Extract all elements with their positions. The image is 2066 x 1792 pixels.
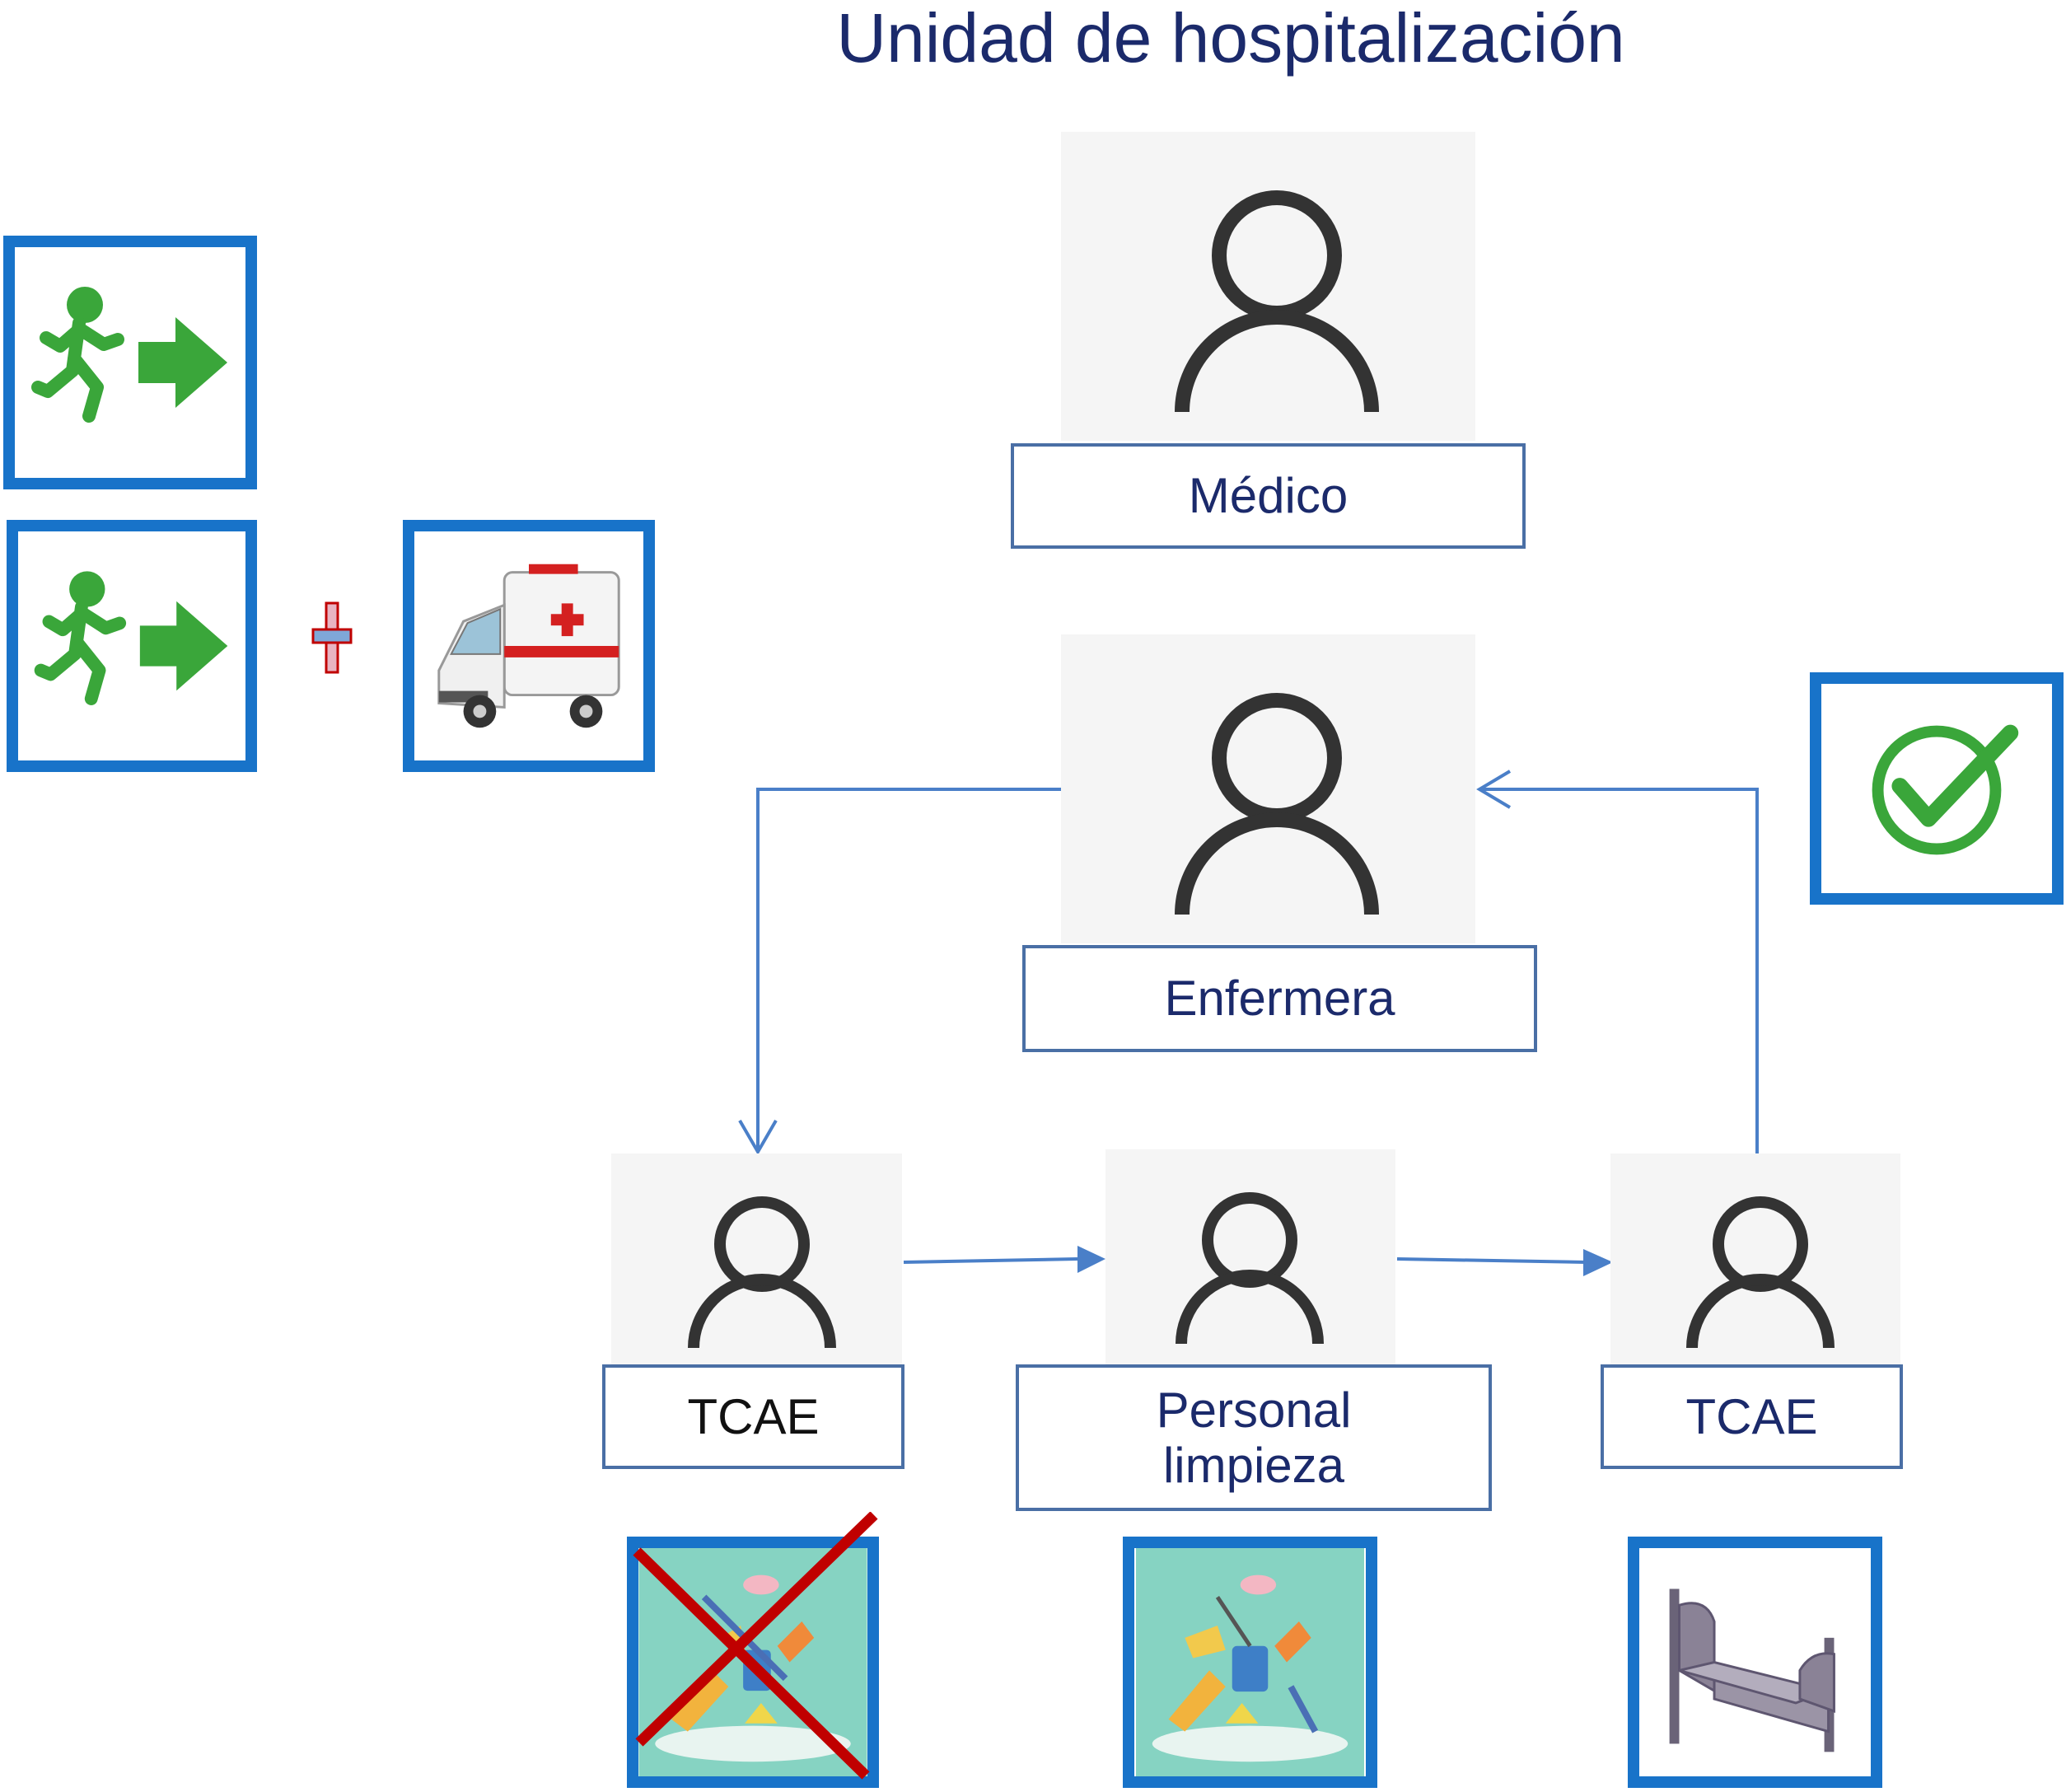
ambulance-icon: [437, 564, 620, 728]
plus-icon: [311, 601, 353, 674]
user-icon: [1175, 693, 1379, 915]
running-exit-icon: [34, 571, 228, 705]
cleaning-supplies-icon: [1136, 1548, 1364, 1776]
exit-box-2: [7, 520, 257, 772]
medico-label-text: Médico: [1188, 468, 1349, 524]
arrowhead-right-1: [1077, 1246, 1105, 1273]
arrow-tcae-to-limpieza: [903, 1257, 1078, 1264]
arrowhead-down: [738, 1119, 778, 1155]
medico-avatar: [1061, 132, 1475, 441]
arrowhead-right-2: [1583, 1249, 1613, 1276]
bed-icon: [1669, 1588, 1835, 1752]
user-icon: [1175, 190, 1379, 413]
checkmark-icon: [1872, 724, 2019, 855]
user-icon: [1176, 1192, 1324, 1345]
personal-limpieza-avatar: [1105, 1149, 1395, 1365]
tcae-right-label-text: TCAE: [1685, 1388, 1818, 1444]
exit-box-1: [3, 236, 257, 489]
tcae-right-label: TCAE: [1601, 1364, 1903, 1469]
running-exit-icon: [31, 287, 227, 423]
diagram-title: Unidad de hospitalización: [836, 0, 1625, 77]
tcae-left-label-text: TCAE: [687, 1388, 820, 1444]
tcae-left-label: TCAE: [602, 1364, 904, 1469]
cleaning-box: [1123, 1537, 1377, 1788]
bed-box: [1628, 1537, 1882, 1788]
user-icon: [688, 1196, 836, 1349]
medico-label: Médico: [1011, 443, 1526, 549]
enfermera-label-text: Enfermera: [1164, 971, 1395, 1027]
arrow-enfermera-to-tcae: [756, 788, 1063, 1149]
arrowhead-left: [1476, 770, 1512, 809]
red-cross-mark: [633, 1512, 878, 1780]
tcae-left-avatar: [611, 1153, 902, 1368]
checkmark-box: [1810, 672, 2064, 905]
tcae-right-avatar: [1610, 1153, 1900, 1368]
ambulance-box: [403, 520, 655, 772]
personal-limpieza-label-text: Personal limpieza: [1156, 1382, 1352, 1493]
arrow-limpieza-to-tcae: [1396, 1257, 1587, 1264]
enfermera-avatar: [1061, 634, 1475, 943]
user-icon: [1686, 1196, 1835, 1349]
enfermera-label: Enfermera: [1022, 945, 1537, 1052]
personal-limpieza-label: Personal limpieza: [1016, 1364, 1492, 1511]
